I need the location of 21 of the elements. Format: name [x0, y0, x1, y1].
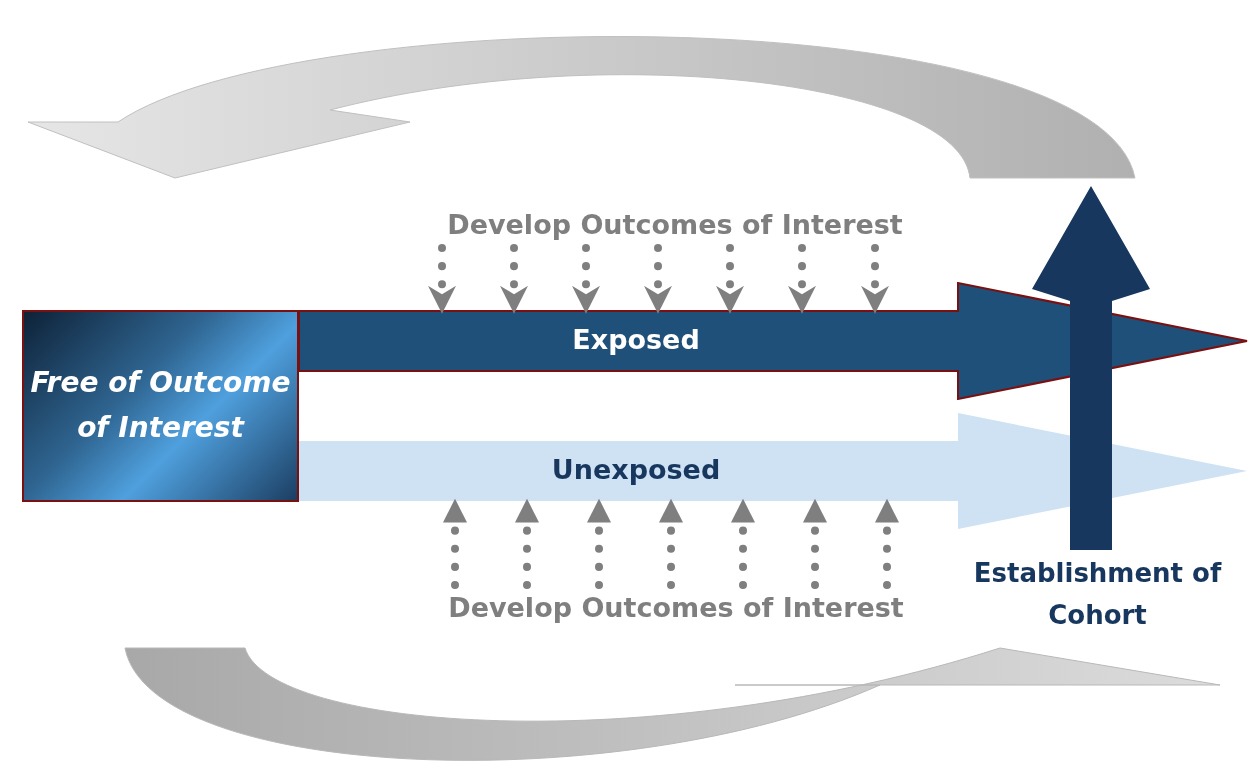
start-box: Free of Outcome of Interest	[22, 310, 299, 502]
band-label: Exposed	[571, 323, 701, 357]
dotted-arrow	[875, 497, 899, 589]
up-arrow	[1032, 186, 1150, 550]
dotted-arrow	[731, 497, 755, 589]
dotted-arrow	[788, 244, 816, 315]
dotted-arrow	[803, 497, 827, 589]
dotted-arrow	[428, 244, 456, 315]
caption-text: Develop Outcomes of Interest	[420, 205, 930, 245]
dotted-arrow	[861, 244, 889, 315]
dotted-arrow	[716, 244, 744, 315]
caption-text: Develop Outcomes of Interest	[420, 588, 932, 628]
dotted-arrow	[644, 244, 672, 315]
dotted-arrow	[659, 497, 683, 589]
caption-text: Establishment of Cohort	[955, 552, 1240, 636]
dotted-arrow	[443, 497, 467, 589]
dotted-arrow	[500, 244, 528, 315]
dotted-arrow	[515, 497, 539, 589]
dotted-arrow	[587, 497, 611, 589]
dotted-arrow	[572, 244, 600, 315]
band-label: Unexposed	[550, 453, 722, 487]
